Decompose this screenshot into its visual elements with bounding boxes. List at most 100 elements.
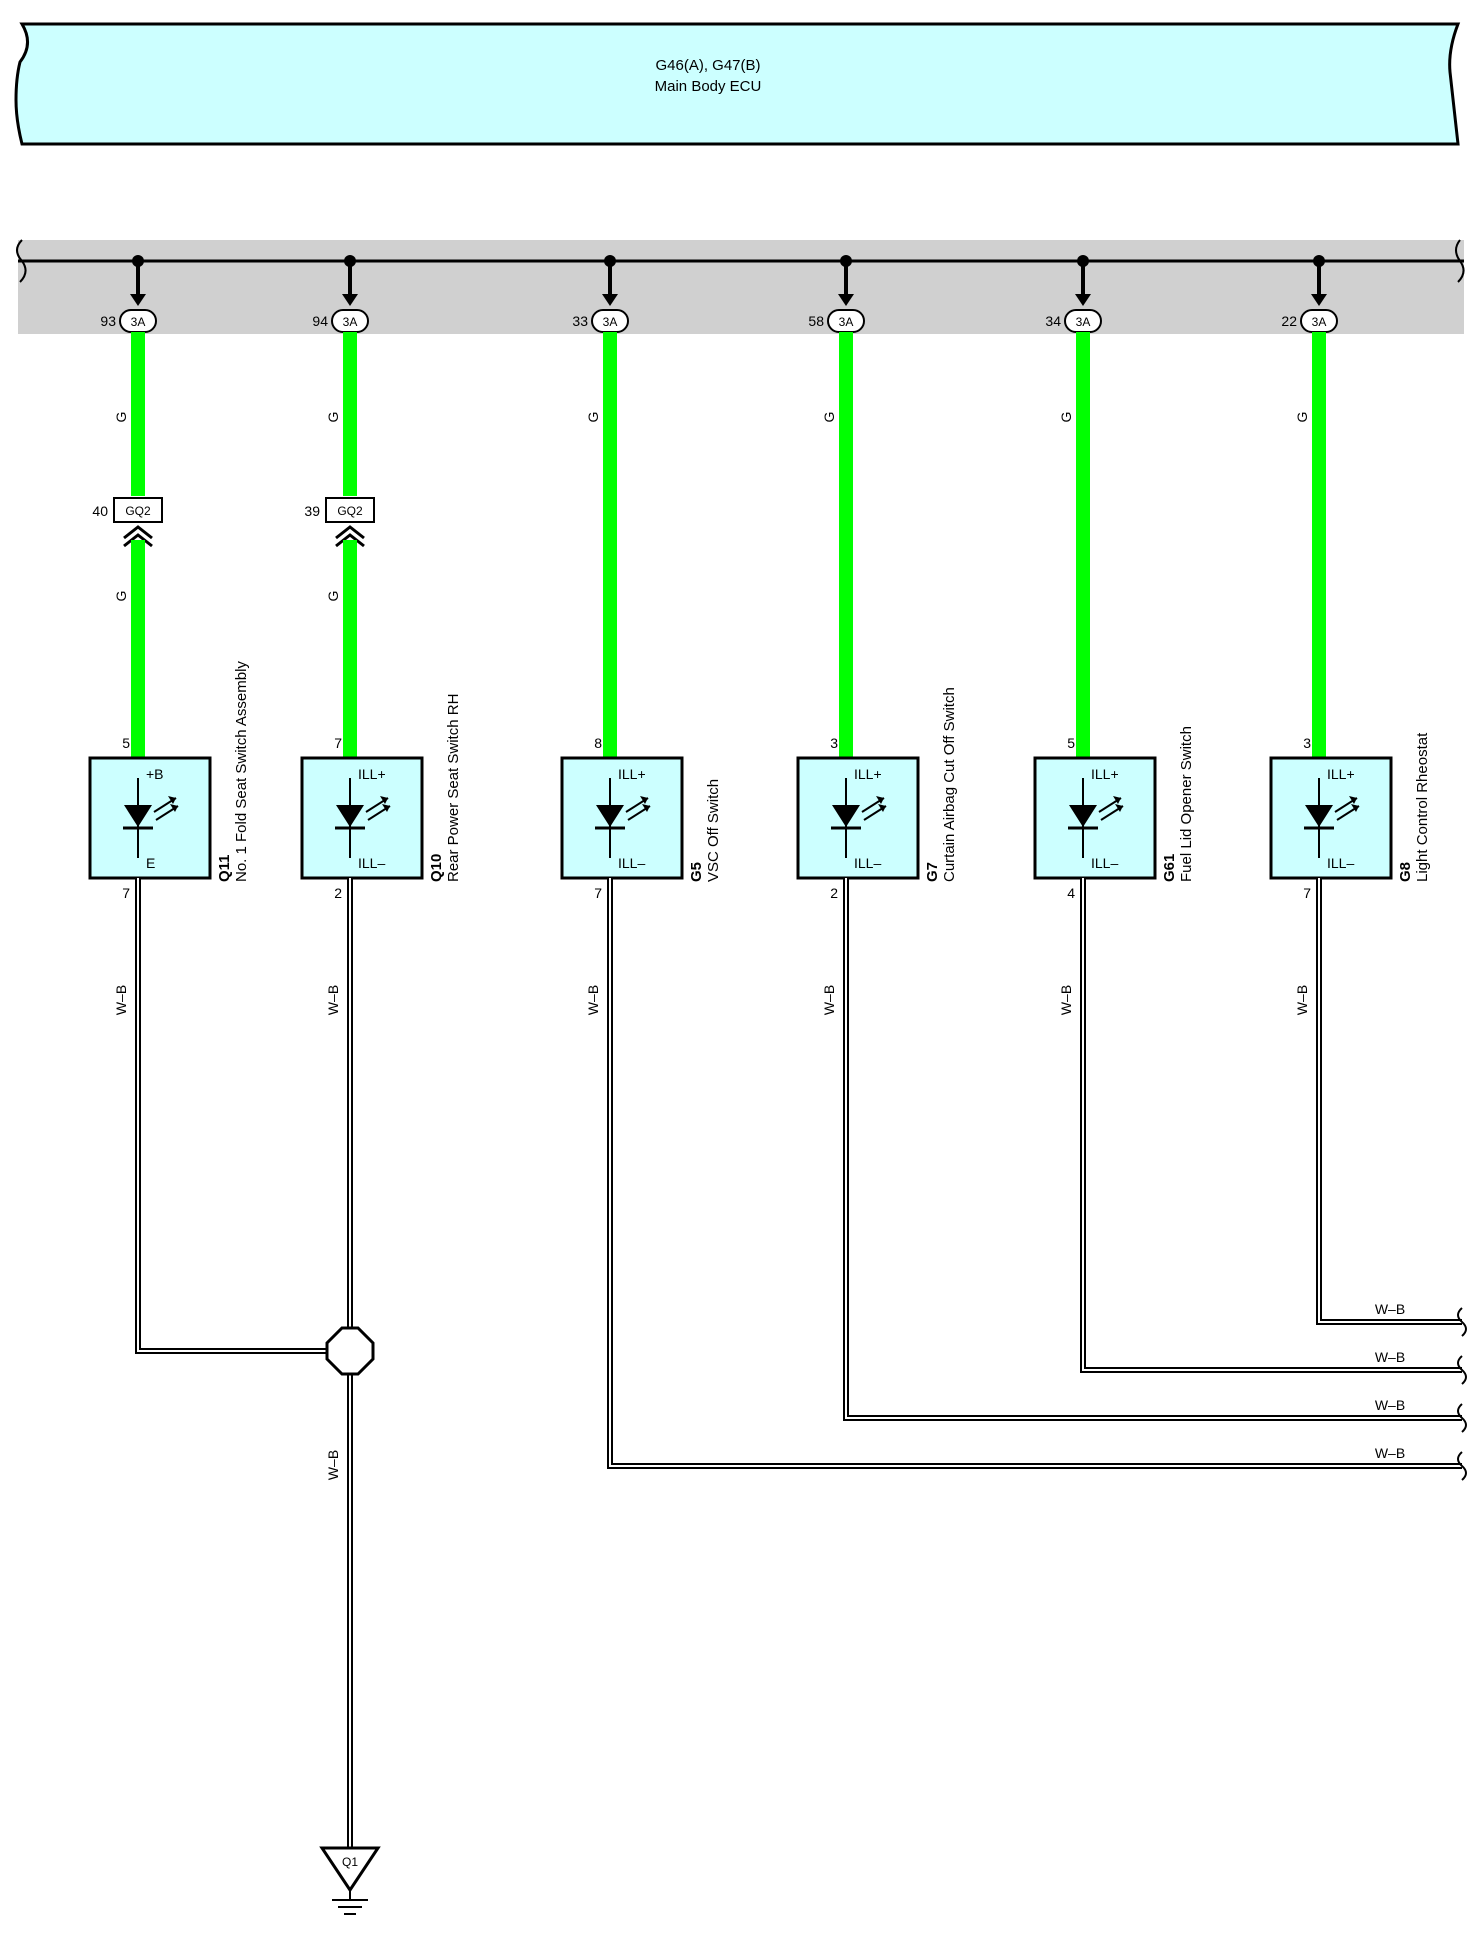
gq2-pin-number: 39 bbox=[304, 503, 320, 519]
wb-label-g61: W–B bbox=[1375, 1349, 1405, 1365]
gq2-chevrons bbox=[335, 525, 365, 548]
component-pin-bottom: 7 bbox=[594, 885, 602, 901]
gq2-connector-tag bbox=[325, 497, 375, 523]
component-name: Curtain Airbag Cut Off Switch bbox=[941, 687, 958, 882]
terminal-bottom-label: ILL– bbox=[1091, 855, 1118, 871]
wire-color-label-upper: G bbox=[325, 412, 341, 423]
component-pin-bottom: 2 bbox=[334, 885, 342, 901]
ecu-terminal-arrow bbox=[838, 294, 854, 306]
wire-wb-label: W–B bbox=[325, 985, 341, 1015]
component-box bbox=[1033, 756, 1157, 880]
gq2-connector-tag bbox=[113, 497, 163, 523]
wb-wire-g8-core bbox=[1318, 878, 1462, 1323]
wire-color-label-lower: G bbox=[325, 591, 341, 602]
ecu-connector-tag-text: 3A bbox=[1312, 315, 1327, 329]
wire-color-label: G bbox=[585, 412, 601, 423]
ecu-terminal-arrow bbox=[342, 294, 358, 306]
component-name: No. 1 Fold Seat Switch Assembly bbox=[233, 661, 250, 882]
component-pin-bottom: 7 bbox=[1303, 885, 1311, 901]
component-code: Q10 bbox=[428, 854, 445, 882]
component-name: VSC Off Switch bbox=[705, 779, 722, 882]
wire-wb-label: W–B bbox=[821, 985, 837, 1015]
ground-label: Q1 bbox=[342, 1855, 358, 1869]
gq2-chevrons bbox=[123, 525, 153, 548]
ecu-terminal-arrow bbox=[1075, 294, 1091, 306]
branch-g8: 3A 22 G ILL+ ILL– 3 7 G8 Light Control R… bbox=[1269, 255, 1431, 1015]
wire-color-label: G bbox=[1294, 412, 1310, 423]
terminal-top-label: +B bbox=[146, 766, 164, 782]
component-pin-top: 5 bbox=[122, 735, 130, 751]
ecu-terminal-arrow bbox=[130, 294, 146, 306]
component-pin-top: 3 bbox=[1303, 735, 1311, 751]
wb-wire-g8 bbox=[1316, 878, 1462, 1325]
wb-wire-q11 bbox=[135, 878, 350, 1354]
wire-color-label-upper: G bbox=[113, 412, 129, 423]
ecu-name: Main Body ECU bbox=[655, 78, 762, 95]
wb-label-g7: W–B bbox=[1375, 1397, 1405, 1413]
gq2-pin-number: 40 bbox=[92, 503, 108, 519]
terminal-top-label: ILL+ bbox=[618, 766, 646, 782]
wb-wire-q11-core bbox=[137, 878, 350, 1352]
wire-wb-label: W–B bbox=[113, 985, 129, 1015]
component-pin-top: 7 bbox=[334, 735, 342, 751]
ecu-connector-tag-text: 3A bbox=[603, 315, 618, 329]
wire-break-g61 bbox=[1457, 1355, 1467, 1385]
component-code: G7 bbox=[924, 862, 941, 882]
component-pin-top: 5 bbox=[1067, 735, 1075, 751]
splice-junction bbox=[325, 1326, 375, 1376]
gq2-connector-tag-text: GQ2 bbox=[125, 504, 151, 518]
branch-g5: 3A 33 G ILL+ ILL– 8 7 G5 VSC Off Switch … bbox=[560, 255, 722, 1015]
gq2-connector-tag-text: GQ2 bbox=[337, 504, 363, 518]
wire-wb-label: W–B bbox=[1058, 985, 1074, 1015]
terminal-bottom-label: ILL– bbox=[618, 855, 645, 871]
ecu-code: G46(A), G47(B) bbox=[655, 57, 760, 74]
wb-wire-g7-core bbox=[845, 878, 1462, 1419]
branch-g7: 3A 58 G ILL+ ILL– 3 2 G7 Curtain Airbag … bbox=[796, 255, 958, 1015]
terminal-bottom-label: E bbox=[146, 855, 155, 871]
component-code: G8 bbox=[1397, 862, 1414, 882]
wire-color-label-lower: G bbox=[113, 591, 129, 602]
main-body-ecu: G46(A), G47(B) Main Body ECU bbox=[14, 22, 1461, 146]
component-pin-bottom: 7 bbox=[122, 885, 130, 901]
component-name: Fuel Lid Opener Switch bbox=[1178, 726, 1195, 882]
branch-g61: 3A 34 G ILL+ ILL– 5 4 G61 Fuel Lid Opene… bbox=[1033, 255, 1195, 1015]
ground-point bbox=[319, 1846, 381, 1893]
ecu-pin-number: 93 bbox=[100, 313, 116, 329]
branch-q11: 3A 93 G GQ2 40 G +B E 5 7 Q11 No. 1 Fold… bbox=[88, 255, 250, 1015]
terminal-top-label: ILL+ bbox=[1327, 766, 1355, 782]
ecu-terminal-arrow bbox=[602, 294, 618, 306]
wire-break-g7 bbox=[1457, 1403, 1467, 1433]
ecu-connector-tag-text: 3A bbox=[839, 315, 854, 329]
component-pin-top: 8 bbox=[594, 735, 602, 751]
ecu-pin-number: 33 bbox=[572, 313, 588, 329]
wire-break-g8 bbox=[1457, 1307, 1467, 1337]
ecu-connector-tag-text: 3A bbox=[1076, 315, 1091, 329]
component-box bbox=[88, 756, 212, 880]
wb-wire-g5-core bbox=[609, 878, 1462, 1467]
component-box bbox=[796, 756, 920, 880]
component-name: Light Control Rheostat bbox=[1414, 732, 1431, 882]
wire-color-label: G bbox=[1058, 412, 1074, 423]
ground-wiring: W–B W–B W–B W–B W–B Q1 bbox=[135, 878, 1467, 1915]
component-pin-bottom: 2 bbox=[830, 885, 838, 901]
ecu-pin-number: 58 bbox=[808, 313, 824, 329]
ecu-connector-bus bbox=[16, 239, 1465, 334]
wb-label-g5: W–B bbox=[1375, 1445, 1405, 1461]
ecu-pin-number: 34 bbox=[1045, 313, 1061, 329]
component-name: Rear Power Seat Switch RH bbox=[445, 694, 462, 882]
ecu-terminal-arrow bbox=[1311, 294, 1327, 306]
terminal-top-label: ILL+ bbox=[854, 766, 882, 782]
wb-label-ground-trunk: W–B bbox=[325, 1450, 341, 1480]
component-code: G61 bbox=[1161, 854, 1178, 882]
ecu-connector-tag-text: 3A bbox=[343, 315, 358, 329]
wire-wb-label: W–B bbox=[585, 985, 601, 1015]
wire-break-g5 bbox=[1457, 1451, 1467, 1481]
wire-wb-label: W–B bbox=[1294, 985, 1310, 1015]
component-code: Q11 bbox=[216, 854, 233, 882]
component-box bbox=[560, 756, 684, 880]
component-code: G5 bbox=[688, 862, 705, 882]
wb-wire-g5 bbox=[607, 878, 1462, 1469]
wb-label-g8: W–B bbox=[1375, 1301, 1405, 1317]
terminal-top-label: ILL+ bbox=[358, 766, 386, 782]
